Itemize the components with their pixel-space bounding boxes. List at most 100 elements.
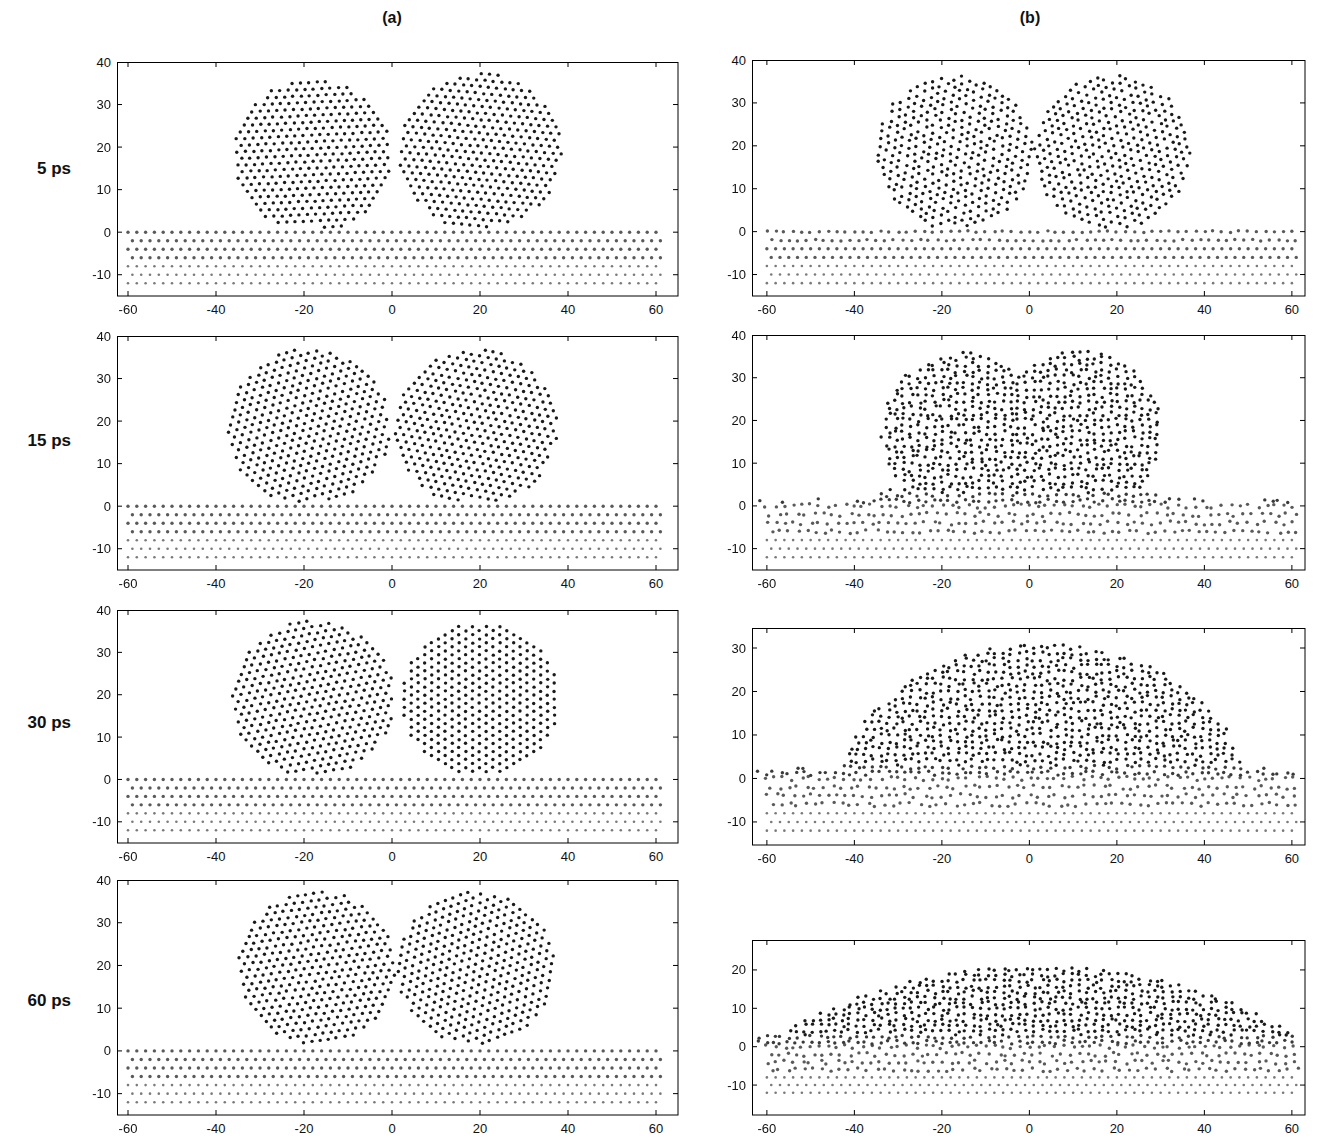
time-label: 30 ps: [28, 714, 71, 731]
md-snapshot: [117, 610, 679, 844]
axis-tick-label: 40: [1197, 577, 1211, 590]
axis-tick-label: 30: [97, 98, 111, 111]
axis-tick-label: 0: [739, 772, 746, 785]
axis-tick-label: 30: [97, 916, 111, 929]
time-label: 5 ps: [37, 160, 71, 177]
axis-tick-label: 0: [388, 850, 395, 863]
md-snapshot: [752, 60, 1306, 297]
axis-tick-label: 20: [97, 415, 111, 428]
axis-tick-label: -60: [119, 850, 138, 863]
axis-tick-label: 20: [1110, 303, 1124, 316]
axis-tick-label: 60: [1285, 1122, 1299, 1135]
axis-tick-label: 10: [732, 457, 746, 470]
axis-tick-label: 20: [473, 1122, 487, 1135]
axis-tick-label: 0: [104, 226, 111, 239]
axis-tick-label: 20: [473, 303, 487, 316]
axis-tick-label: 0: [388, 577, 395, 590]
axis-tick-label: 20: [1110, 577, 1124, 590]
axis-tick-label: -20: [932, 577, 951, 590]
axis-tick-label: 20: [732, 139, 746, 152]
axis-tick-label: 20: [1110, 1122, 1124, 1135]
axis-tick-label: 20: [97, 141, 111, 154]
axis-tick-label: -10: [727, 268, 746, 281]
axis-tick-label: -10: [727, 542, 746, 555]
panel-heading: (a): [382, 10, 402, 26]
axis-tick-label: 60: [1285, 577, 1299, 590]
axis-tick-label: -20: [932, 303, 951, 316]
md-snapshot: [117, 62, 679, 297]
axis-tick-label: -40: [207, 1122, 226, 1135]
axis-tick-label: 10: [97, 183, 111, 196]
time-label: 15 ps: [28, 432, 71, 449]
axis-tick-label: 30: [732, 642, 746, 655]
axis-tick-label: 40: [1197, 1122, 1211, 1135]
axis-tick-label: 60: [649, 577, 663, 590]
axis-tick-label: 0: [1026, 1122, 1033, 1135]
axis-tick-label: 10: [732, 182, 746, 195]
md-snapshot: [117, 880, 679, 1116]
axis-tick-label: 0: [104, 773, 111, 786]
time-label: 60 ps: [28, 992, 71, 1009]
axis-tick-label: -60: [119, 1122, 138, 1135]
axis-tick-label: 0: [104, 500, 111, 513]
axis-tick-label: -60: [119, 577, 138, 590]
axis-tick-label: 20: [97, 959, 111, 972]
panel-heading: (b): [1020, 10, 1040, 26]
axis-tick-label: 10: [97, 457, 111, 470]
axis-tick-label: 40: [97, 604, 111, 617]
axis-tick-label: 0: [739, 499, 746, 512]
axis-tick-label: 40: [97, 330, 111, 343]
axis-tick-label: 20: [473, 577, 487, 590]
axis-tick-label: 20: [732, 963, 746, 976]
axis-tick-label: -10: [92, 1087, 111, 1100]
md-snapshot: [752, 628, 1306, 846]
axis-tick-label: -10: [92, 542, 111, 555]
axis-tick-label: -20: [932, 1122, 951, 1135]
md-snapshot: [752, 335, 1306, 571]
axis-tick-label: -40: [845, 303, 864, 316]
axis-tick-label: -10: [92, 815, 111, 828]
axis-tick-label: 20: [1110, 852, 1124, 865]
axis-tick-label: 0: [1026, 303, 1033, 316]
axis-tick-label: 40: [97, 874, 111, 887]
axis-tick-label: 40: [97, 56, 111, 69]
axis-tick-label: 10: [97, 731, 111, 744]
axis-tick-label: 60: [1285, 303, 1299, 316]
axis-tick-label: -60: [757, 303, 776, 316]
axis-tick-label: 40: [1197, 303, 1211, 316]
axis-tick-label: -40: [207, 577, 226, 590]
axis-tick-label: 10: [732, 1002, 746, 1015]
axis-tick-label: -10: [727, 815, 746, 828]
axis-tick-label: 30: [732, 96, 746, 109]
axis-tick-label: 10: [732, 728, 746, 741]
axis-tick-label: 20: [473, 850, 487, 863]
axis-tick-label: -60: [757, 852, 776, 865]
axis-tick-label: 60: [649, 1122, 663, 1135]
axis-tick-label: -60: [757, 577, 776, 590]
axis-tick-label: -20: [932, 852, 951, 865]
axis-tick-label: 60: [649, 303, 663, 316]
axis-tick-label: 60: [649, 850, 663, 863]
axis-tick-label: -20: [295, 850, 314, 863]
axis-tick-label: 40: [561, 303, 575, 316]
axis-tick-label: 40: [1197, 852, 1211, 865]
axis-tick-label: -60: [757, 1122, 776, 1135]
axis-tick-label: 40: [561, 577, 575, 590]
axis-tick-label: -20: [295, 303, 314, 316]
axis-tick-label: 40: [561, 850, 575, 863]
axis-tick-label: -40: [845, 852, 864, 865]
axis-tick-label: 30: [97, 372, 111, 385]
axis-tick-label: 20: [97, 688, 111, 701]
axis-tick-label: 20: [732, 685, 746, 698]
axis-tick-label: -20: [295, 1122, 314, 1135]
axis-tick-label: -10: [92, 268, 111, 281]
axis-tick-label: 0: [1026, 577, 1033, 590]
axis-tick-label: 0: [388, 1122, 395, 1135]
axis-tick-label: -60: [119, 303, 138, 316]
md-snapshot: [752, 940, 1306, 1116]
axis-tick-label: 30: [732, 371, 746, 384]
axis-tick-label: 60: [1285, 852, 1299, 865]
axis-tick-label: 0: [739, 225, 746, 238]
axis-tick-label: 30: [97, 646, 111, 659]
axis-tick-label: 10: [97, 1002, 111, 1015]
